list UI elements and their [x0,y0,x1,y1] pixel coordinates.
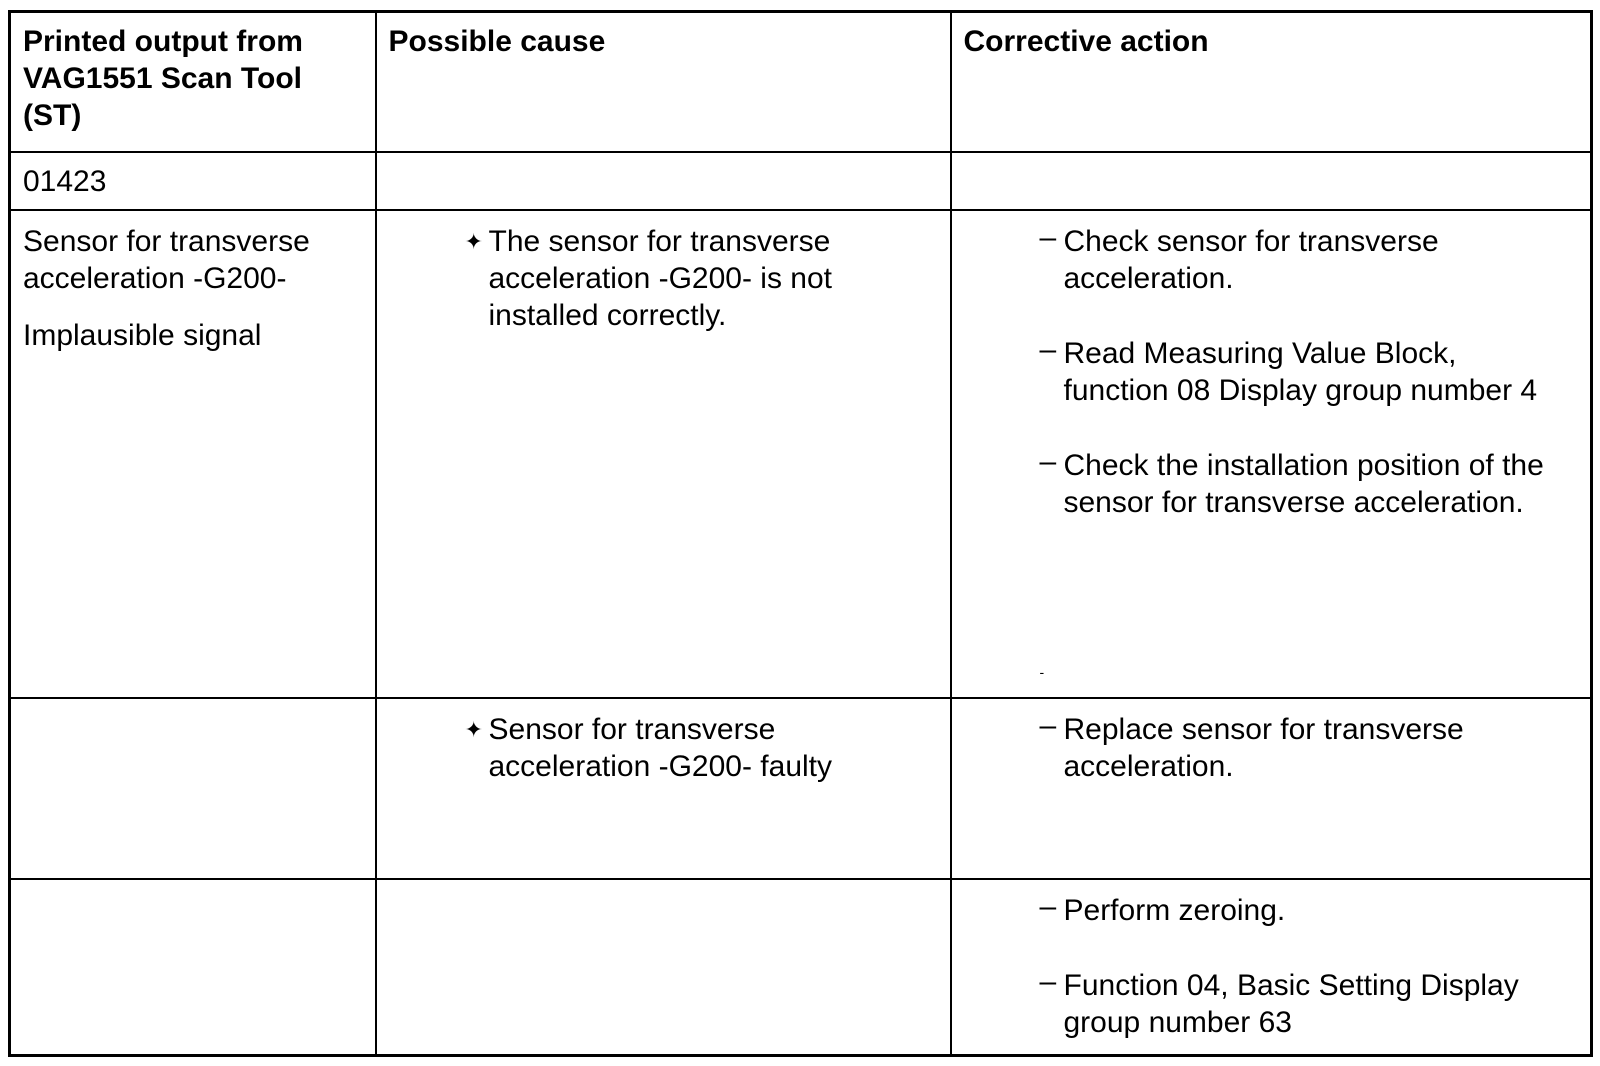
cause-text: The sensor for transverse acceleration -… [488,224,833,332]
action-cell: – Perform zeroing. – Function 04, Basic … [949,877,1593,1057]
dash-icon: – [1039,220,1057,254]
stray-mark: - [1039,663,1045,680]
header-possible-cause: Possible cause [374,10,952,153]
table-row: Sensor for transverse acceleration -G200… [8,208,1593,699]
table-header-row: Printed output from VAG1551 Scan Tool (S… [8,10,1593,153]
dash-icon: – [1039,708,1057,742]
action-item: – Replace sensor for transverse accelera… [1040,709,1551,785]
cause-cell: ✦ Sensor for transverse acceleration -G2… [374,696,952,880]
symptom-text: Implausible signal [23,318,262,352]
dash-icon: – [1039,889,1057,923]
bullet-icon: ✦ [464,716,483,742]
action-cell: – Check sensor for transverse accelerati… [949,208,1593,699]
header-corrective-action: Corrective action [949,10,1593,153]
fault-code-cell: 01423 [8,150,377,211]
empty-cell [374,877,952,1057]
fault-code: 01423 [23,164,107,198]
empty-cell [949,150,1593,211]
diagnostic-table: Printed output from VAG1551 Scan Tool (S… [8,10,1593,1057]
action-item: – Check sensor for transverse accelerati… [1040,221,1551,297]
action-text: Read Measuring Value Block, function 08 … [1063,336,1538,407]
header-possible-cause-label: Possible cause [388,25,606,58]
header-printed-output-label: Printed output from VAG1551 Scan Tool (S… [23,25,303,132]
fault-code-row: 01423 [8,150,1593,211]
fault-description-cell: Sensor for transverse acceleration -G200… [8,208,377,699]
action-text: Check the installation position of the s… [1063,448,1544,519]
action-text: Replace sensor for transverse accelerati… [1063,712,1464,783]
action-item: – Perform zeroing. [1040,890,1551,929]
dash-icon: – [1039,332,1057,366]
empty-cell [8,877,377,1057]
action-text: Check sensor for transverse acceleration… [1063,224,1439,295]
cause-text: Sensor for transverse acceleration -G200… [488,712,833,783]
dash-icon: – [1039,444,1057,478]
action-item: – Function 04, Basic Setting Display gro… [1040,965,1551,1041]
action-text: Function 04, Basic Setting Display group… [1063,968,1519,1039]
bullet-icon: ✦ [464,228,483,254]
dash-icon: – [1039,964,1057,998]
header-corrective-action-label: Corrective action [963,25,1209,58]
action-item: – Check the installation position of the… [1040,445,1551,521]
cause-cell: ✦ The sensor for transverse acceleration… [374,208,952,699]
action-cell: – Replace sensor for transverse accelera… [949,696,1593,880]
component-name: Sensor for transverse acceleration -G200… [23,224,310,295]
table-row: – Perform zeroing. – Function 04, Basic … [8,877,1593,1057]
header-printed-output: Printed output from VAG1551 Scan Tool (S… [8,10,377,153]
empty-cell [8,696,377,880]
action-item: – Read Measuring Value Block, function 0… [1040,333,1551,409]
table-row: ✦ Sensor for transverse acceleration -G2… [8,696,1593,880]
action-text: Perform zeroing. [1063,893,1286,927]
empty-cell [374,150,952,211]
